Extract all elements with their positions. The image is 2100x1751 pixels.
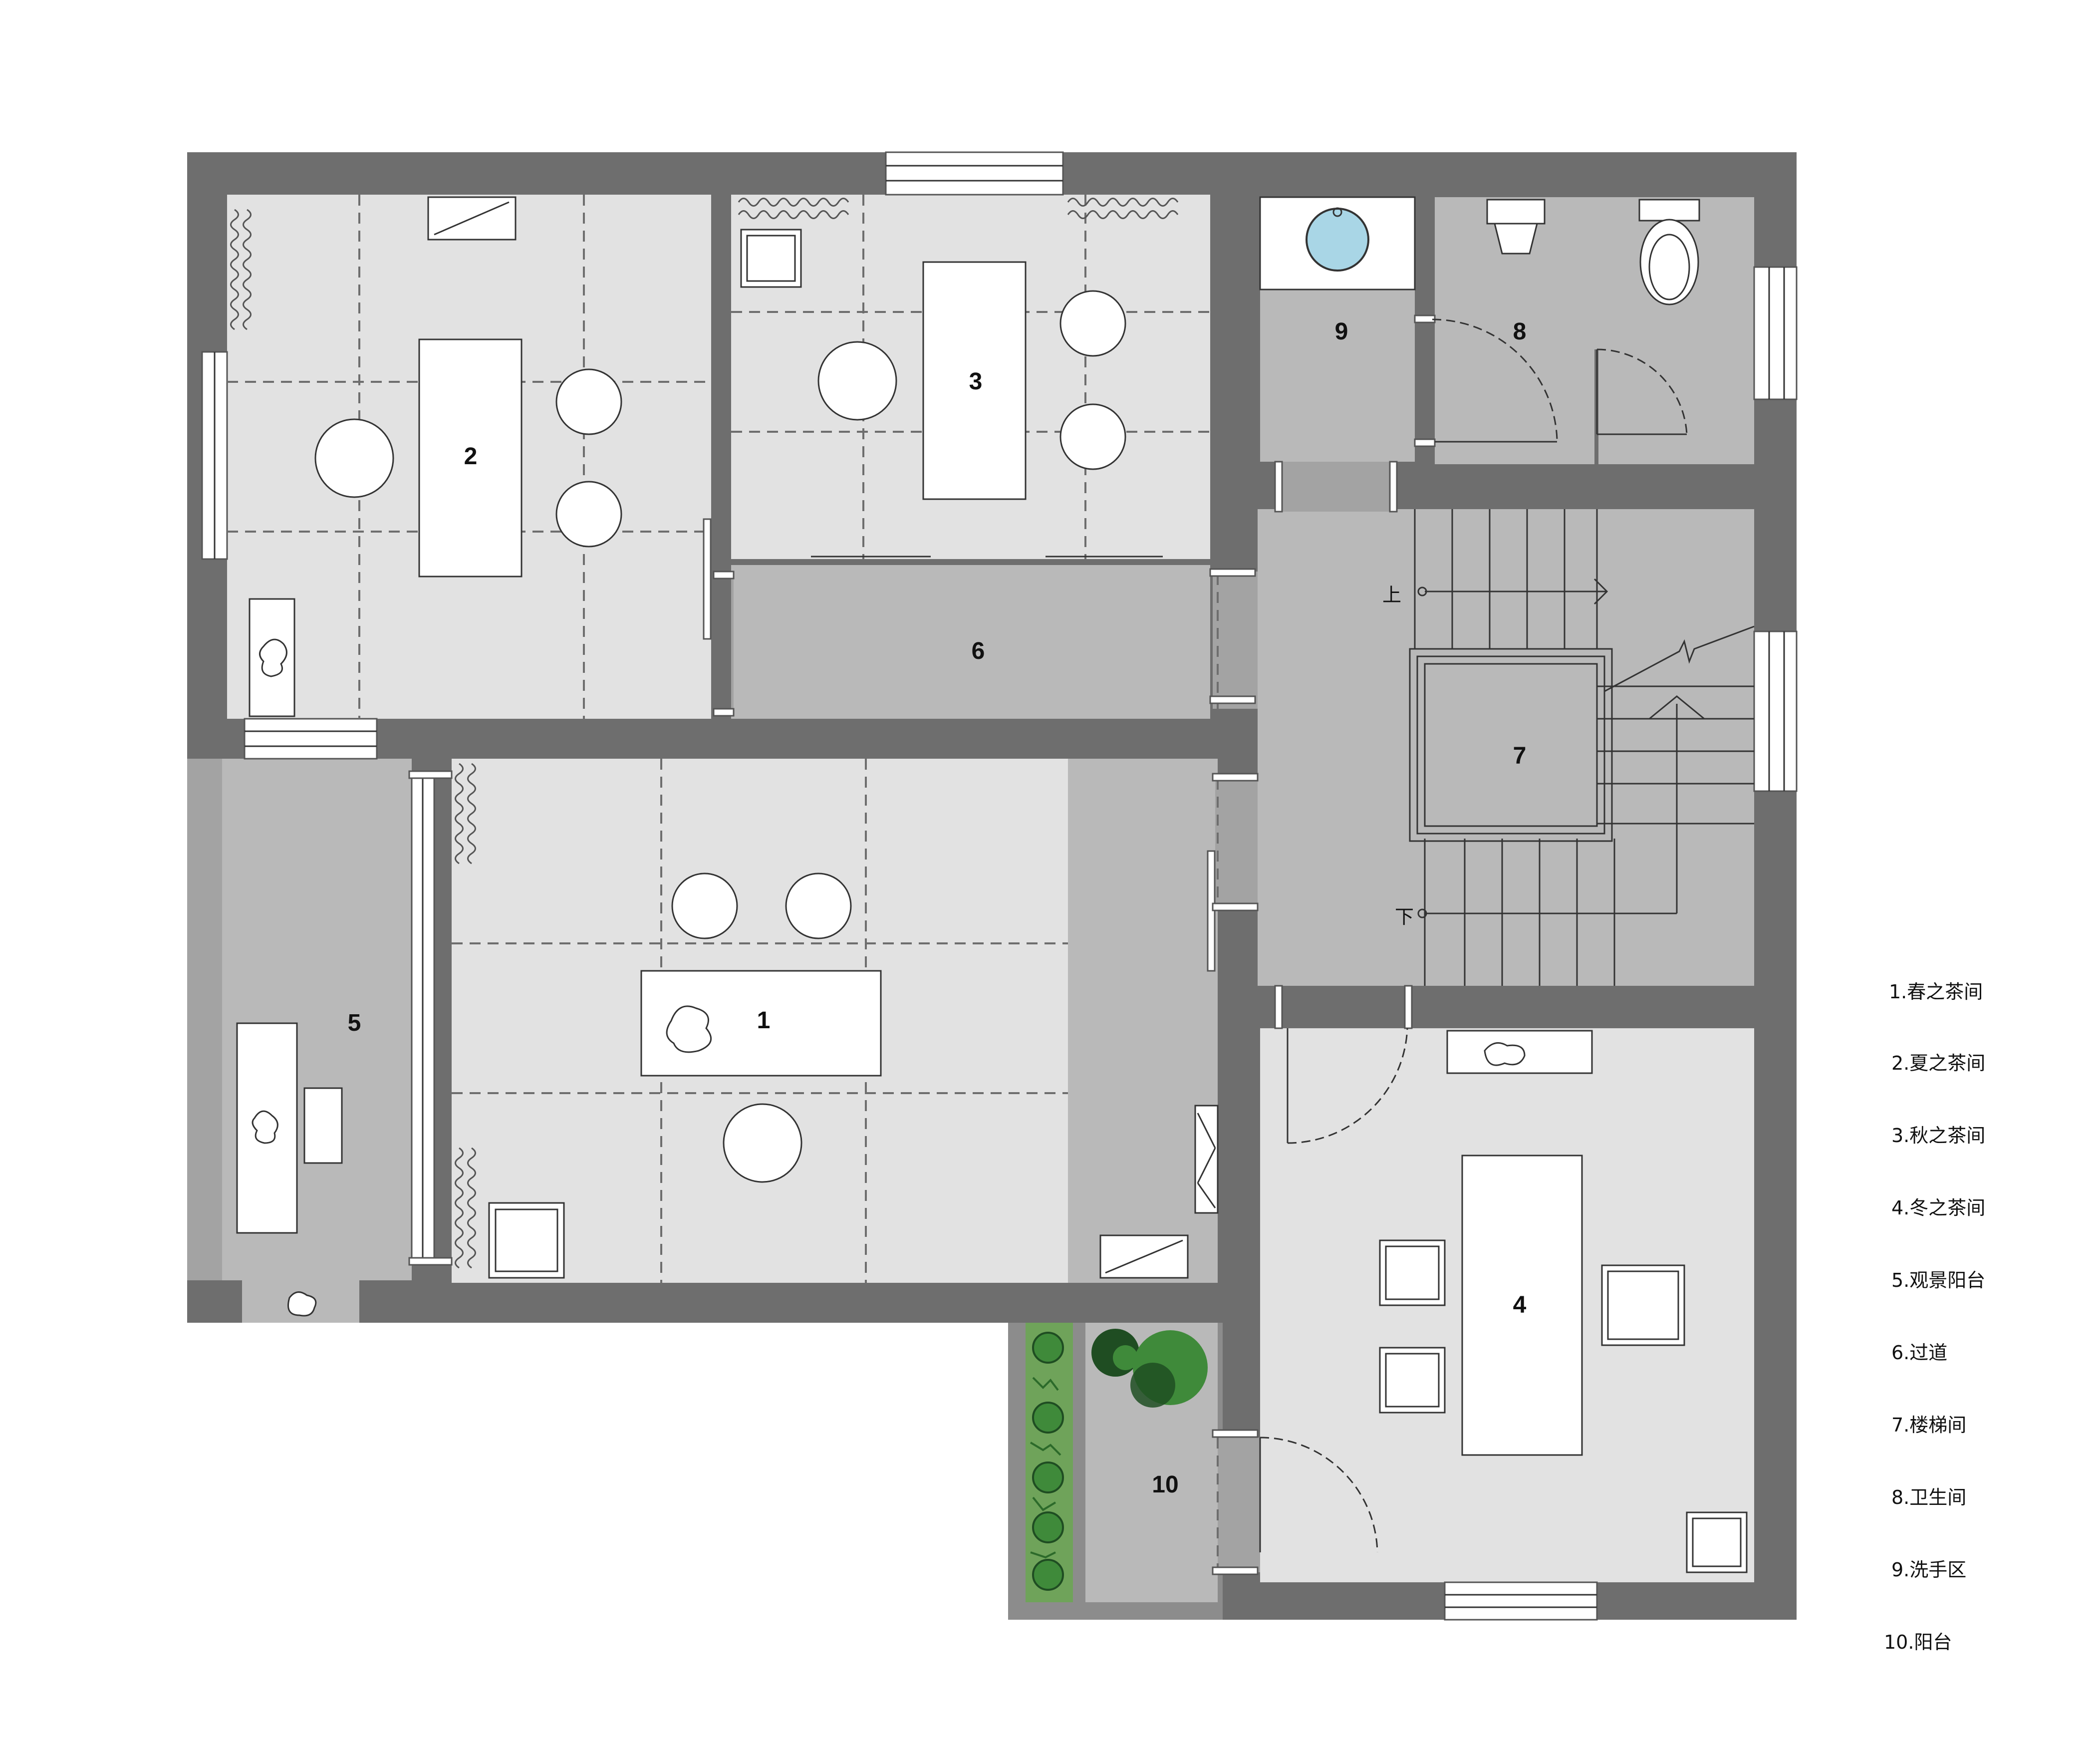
plant-icon [1032,1559,1064,1591]
stair-down-mark: 下 [1395,906,1414,928]
legend: 1.春之茶间 2.夏之茶间 3.秋之茶间 4.冬之茶间 5.观景阳台 6.过道 … [1884,981,1985,1653]
urinal [1486,199,1546,225]
urinal [1494,223,1538,255]
long-desk [236,1022,298,1234]
rock-decor [252,1110,278,1144]
side-desk [249,598,295,717]
rock-decor [1484,1042,1526,1066]
toilet [1638,199,1700,222]
tea-table [922,261,1027,500]
corridor-connector [1215,779,1260,908]
plant-icon [1032,1332,1064,1364]
stool [314,418,394,498]
stool [785,873,852,939]
stool [555,368,622,435]
legend-item: 3.秋之茶间 [1891,1125,1985,1147]
curtains [230,198,1179,1269]
legend-item: 1.春之茶间 [1889,981,1983,1003]
rock-decor [259,638,287,677]
plant-icon [1032,1461,1064,1493]
room-5-edge [187,759,222,1280]
legend-item: 5.观景阳台 [1891,1269,1985,1291]
windows [201,151,1798,1621]
washbasin [1306,208,1369,272]
counter-edge [1259,196,1416,291]
chair [1379,1347,1446,1414]
stair-well [1424,663,1598,827]
stool [1059,290,1126,357]
plant-icon [1032,1402,1064,1434]
chair [1601,1264,1685,1346]
legend-item: 8.卫生间 [1891,1486,1966,1508]
legend-item: 10.阳台 [1884,1631,1952,1653]
stair-hall-top [1283,462,1392,512]
room-number: 1 [757,1007,771,1034]
interior-walls [711,195,1754,1028]
stool [1059,403,1126,470]
side-box [1686,1511,1748,1573]
legend-item: 7.楼梯间 [1891,1414,1966,1436]
room-number: 9 [1335,318,1348,345]
room-6-floor [731,564,1210,719]
rock-decor [666,1005,712,1053]
room-number: 7 [1513,743,1527,769]
tea-table [1461,1155,1583,1456]
room-number: 4 [1513,1292,1527,1318]
stool [671,873,738,939]
chair [1379,1239,1446,1306]
small-stool [303,1087,343,1164]
tea-table [640,970,882,1077]
stair-up-mark: 上 [1382,584,1401,606]
legend-item: 2.夏之茶间 [1891,1052,1985,1074]
room-number: 10 [1152,1471,1178,1498]
doors [408,314,1688,1575]
toilet [1639,219,1699,305]
furniture [236,196,1748,1573]
side-box [740,229,802,288]
side-box [488,1202,565,1279]
tea-table [418,338,523,578]
staircase [1409,509,1755,986]
rock-decor [287,1291,317,1317]
legend-item: 9.洗手区 [1891,1559,1966,1581]
wall-shelf [1446,1030,1593,1074]
room-number: 6 [972,638,985,664]
room-number: 5 [348,1010,361,1036]
legend-item: 4.冬之茶间 [1891,1197,1985,1219]
legend-item: 6.过道 [1891,1342,1947,1364]
stool [817,341,897,421]
room-number: 2 [464,443,478,470]
room-labels: 1 2 3 4 5 6 7 8 9 10 [348,318,1527,1498]
planter [1030,1329,1208,1591]
plant-icon [1032,1511,1064,1543]
stool [555,481,622,548]
wall-shelf [1194,1105,1219,1214]
corridor-connector [1218,1438,1260,1572]
room-number: 3 [969,368,983,395]
room-1-side-floor [1068,759,1218,1283]
corridor-connector [1213,572,1258,709]
room-number: 8 [1513,318,1527,345]
stool [723,1103,802,1183]
